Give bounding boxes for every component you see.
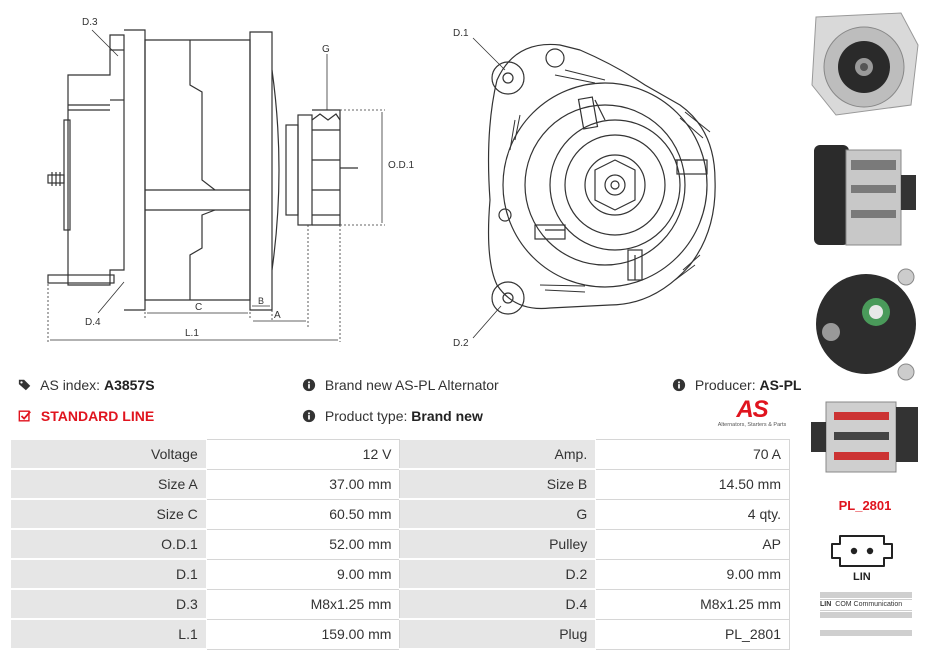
spec-key: L.1 <box>10 618 207 650</box>
brand-line: Brand new AS-PL Alternator <box>302 377 499 393</box>
info-icon <box>672 378 686 392</box>
as-index: AS index: A3857S <box>18 377 155 393</box>
spec-key: D.1 <box>10 558 207 590</box>
logo-text: AS <box>736 396 768 423</box>
spec-value: AP <box>595 528 790 560</box>
product-type-value: Brand new <box>411 408 483 424</box>
spec-key: D.3 <box>10 588 207 620</box>
spec-key: Voltage <box>10 439 207 470</box>
as-index-label: AS index: <box>40 377 101 393</box>
spec-value: 159.00 mm <box>205 618 401 650</box>
spec-key: Size B <box>399 468 597 500</box>
plug-connector-icon <box>831 535 893 567</box>
producer-label: Producer: <box>694 377 756 393</box>
spec-key: Pulley <box>399 528 597 560</box>
info-icon <box>302 409 316 423</box>
spec-value: 70 A <box>595 439 790 470</box>
product-photo-top[interactable] <box>806 392 922 482</box>
as-index-value: A3857S <box>103 377 155 393</box>
label-c: C <box>195 302 202 313</box>
label-d2: D.2 <box>453 338 469 349</box>
spec-value: PL_2801 <box>595 618 790 650</box>
spec-key: Size A <box>10 468 207 500</box>
product-photo-rear[interactable] <box>806 262 922 387</box>
product-photo-front[interactable] <box>806 5 922 123</box>
plug-pin-label: LIN <box>853 571 871 583</box>
spec-value: 12 V <box>205 439 401 470</box>
legend-code: LIN <box>820 601 832 608</box>
spec-value: M8x1.25 mm <box>595 588 790 620</box>
side-view-drawing: D.3 D.4 G O.D.1 C B A L.1 <box>47 17 415 342</box>
plug-code: PL_2801 <box>838 498 892 513</box>
spec-value: 52.00 mm <box>205 528 401 560</box>
spec-key: Amp. <box>399 439 597 470</box>
spec-value: 60.50 mm <box>205 498 401 530</box>
spec-value: 37.00 mm <box>205 468 401 500</box>
label-l1: L.1 <box>185 328 199 339</box>
info-icon <box>302 378 316 392</box>
spec-key: Size C <box>10 498 207 530</box>
legend-desc: COM Communication <box>835 601 903 608</box>
front-view-drawing: D.1 D.2 <box>453 28 716 349</box>
spec-value: 9.00 mm <box>595 558 790 590</box>
label-d4: D.4 <box>85 317 101 328</box>
label-d3: D.3 <box>82 17 98 28</box>
brand-text: Brand new AS-PL Alternator <box>324 377 499 393</box>
producer-line: Producer: AS-PL <box>672 377 801 393</box>
label-a: A <box>274 310 281 321</box>
product-type-label: Product type: <box>324 408 408 424</box>
label-g: G <box>322 44 330 55</box>
plug-legend: LIN COM Communication <box>820 591 912 637</box>
tags-icon <box>18 379 31 391</box>
spec-key: G <box>399 498 597 530</box>
spec-key: O.D.1 <box>10 528 207 560</box>
spec-value: 14.50 mm <box>595 468 790 500</box>
product-photo-side[interactable] <box>806 130 922 255</box>
as-logo: AS Alternators, Starters & Parts <box>712 398 792 432</box>
product-type: Product type: Brand new <box>302 408 483 424</box>
spec-value: 4 qty. <box>595 498 790 530</box>
producer-value: AS-PL <box>759 377 802 393</box>
checkbox-icon <box>18 410 31 422</box>
spec-key: D.4 <box>399 588 597 620</box>
logo-subtitle: Alternators, Starters & Parts <box>717 422 787 428</box>
label-od1: O.D.1 <box>388 160 415 171</box>
spec-value: 9.00 mm <box>205 558 401 590</box>
label-b: B <box>258 296 264 306</box>
spec-value: M8x1.25 mm <box>205 588 401 620</box>
standard-line: STANDARD LINE <box>18 408 154 424</box>
standard-line-text: STANDARD LINE <box>40 408 155 424</box>
spec-key: D.2 <box>399 558 597 590</box>
spec-key: Plug <box>399 618 597 650</box>
label-d1: D.1 <box>453 28 469 39</box>
